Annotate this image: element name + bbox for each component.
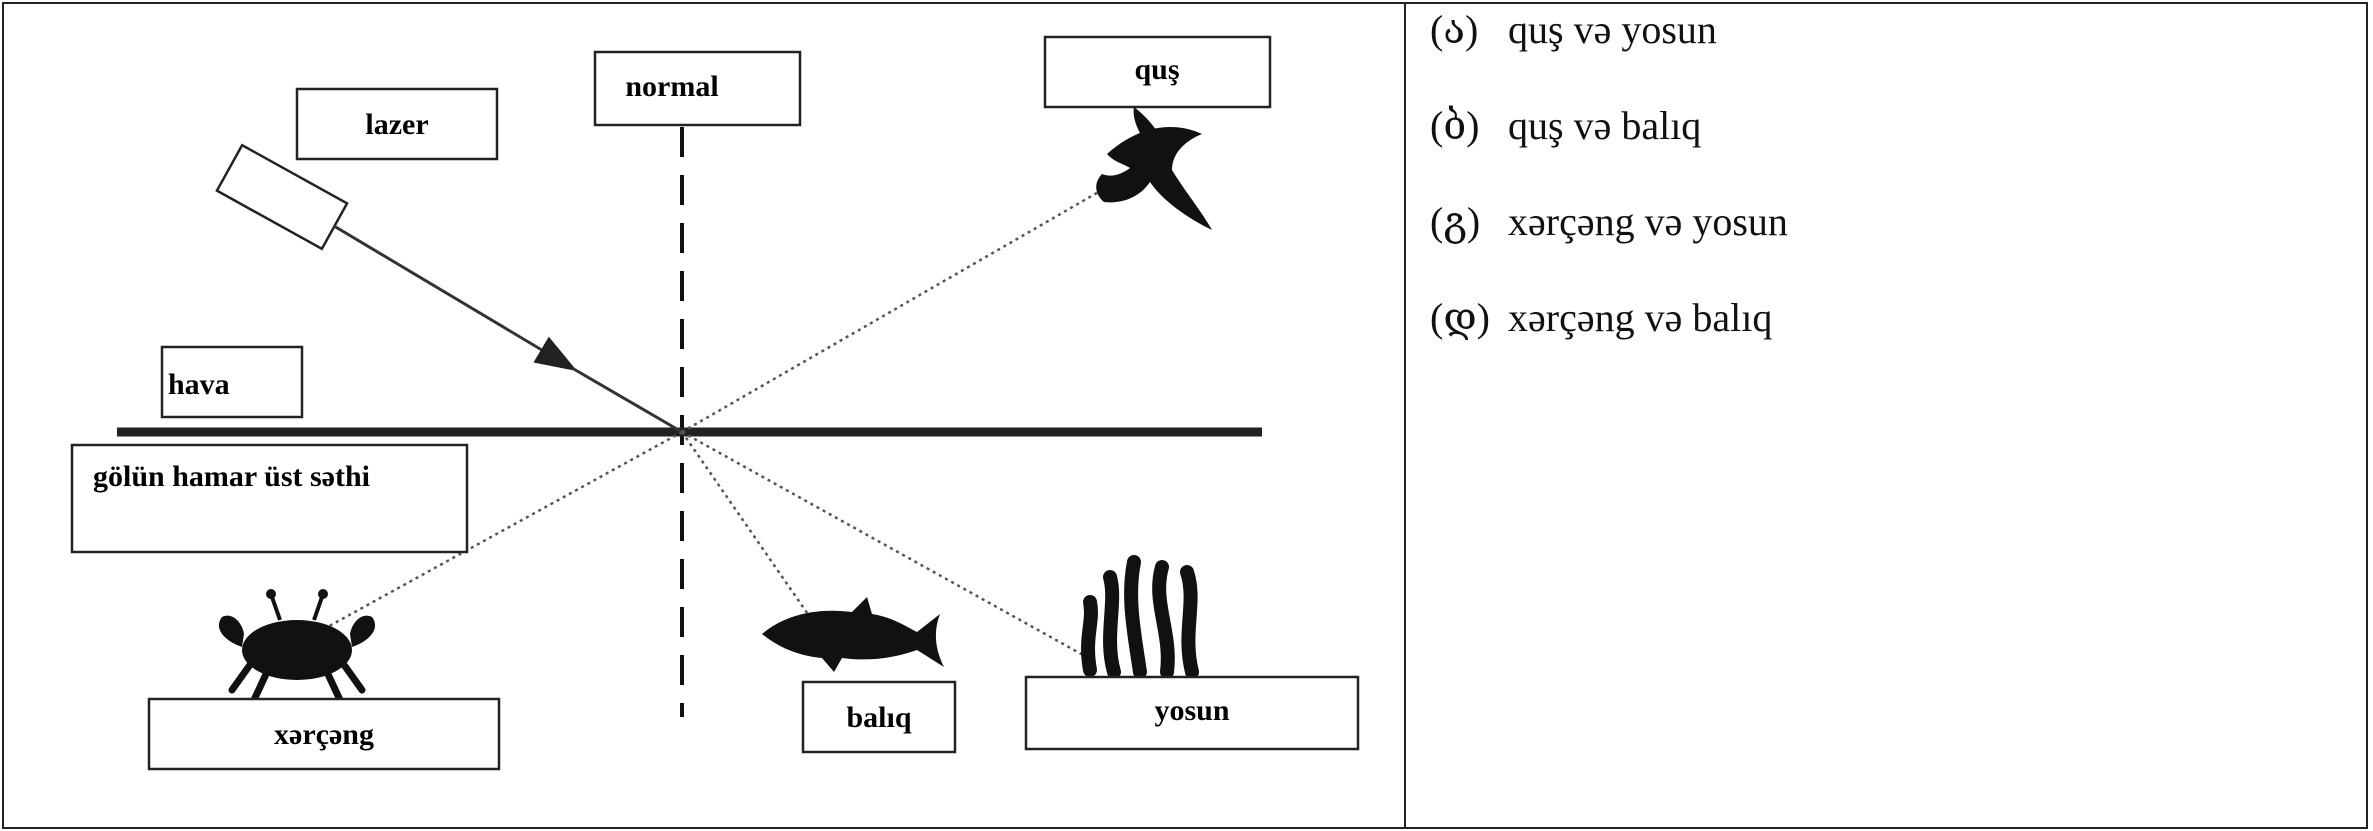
ray-to-crab xyxy=(321,430,683,632)
label-bird-text: quş xyxy=(1134,53,1179,86)
label-seaweed-text: yosun xyxy=(1154,694,1229,727)
label-crab-text: xərçəng xyxy=(274,718,374,751)
label-laser: lazer xyxy=(295,87,499,161)
column-divider xyxy=(1404,2,1406,829)
ray-to-bird xyxy=(681,188,1103,434)
option-b-mark: (ბ) xyxy=(1430,103,1480,148)
incident-ray xyxy=(333,224,578,372)
refraction-diagram: lazer normal quş hava gölün hamar üst sə… xyxy=(70,35,1360,771)
option-a[interactable]: (ა) quş və yosun xyxy=(1430,10,2330,50)
label-bird: quş xyxy=(1043,35,1272,109)
label-laser-text: lazer xyxy=(365,108,428,141)
label-air: hava xyxy=(160,345,304,419)
fish-icon xyxy=(762,597,944,672)
label-normal: normal xyxy=(593,50,802,127)
label-seaweed: yosun xyxy=(1024,675,1360,751)
crab-icon xyxy=(218,589,376,704)
laser-device-icon xyxy=(215,143,349,251)
incident-ray-tail xyxy=(571,366,683,434)
option-a-mark: (ა) xyxy=(1430,7,1479,52)
label-air-text: hava xyxy=(168,368,230,401)
option-d-text: xərçəng və balıq xyxy=(1508,295,1773,340)
answer-options: (ა) quş və yosun (ბ) quş və balıq (გ) xə… xyxy=(1430,10,2330,394)
option-c-text: xərçəng və yosun xyxy=(1508,199,1788,244)
label-fish-text: balıq xyxy=(846,701,911,734)
label-surface-text: gölün hamar üst səthi xyxy=(93,460,370,493)
option-d[interactable]: (დ) xərçəng və balıq xyxy=(1430,298,2330,338)
label-crab: xərçəng xyxy=(147,697,501,771)
option-b[interactable]: (ბ) quş və balıq xyxy=(1430,106,2330,146)
option-a-text: quş və yosun xyxy=(1508,7,1717,52)
option-c[interactable]: (გ) xərçəng və yosun xyxy=(1430,202,2330,242)
ray-to-fish xyxy=(680,431,814,621)
seaweed-icon xyxy=(1081,555,1199,679)
label-normal-text: normal xyxy=(625,70,718,103)
option-d-mark: (დ) xyxy=(1430,295,1490,340)
option-c-mark: (გ) xyxy=(1430,199,1481,244)
option-b-text: quş və balıq xyxy=(1508,103,1702,148)
label-surface: gölün hamar üst səthi xyxy=(70,443,469,554)
ray-to-seaweed xyxy=(681,430,1093,662)
bird-icon xyxy=(1096,107,1212,230)
label-fish: balıq xyxy=(801,680,957,754)
